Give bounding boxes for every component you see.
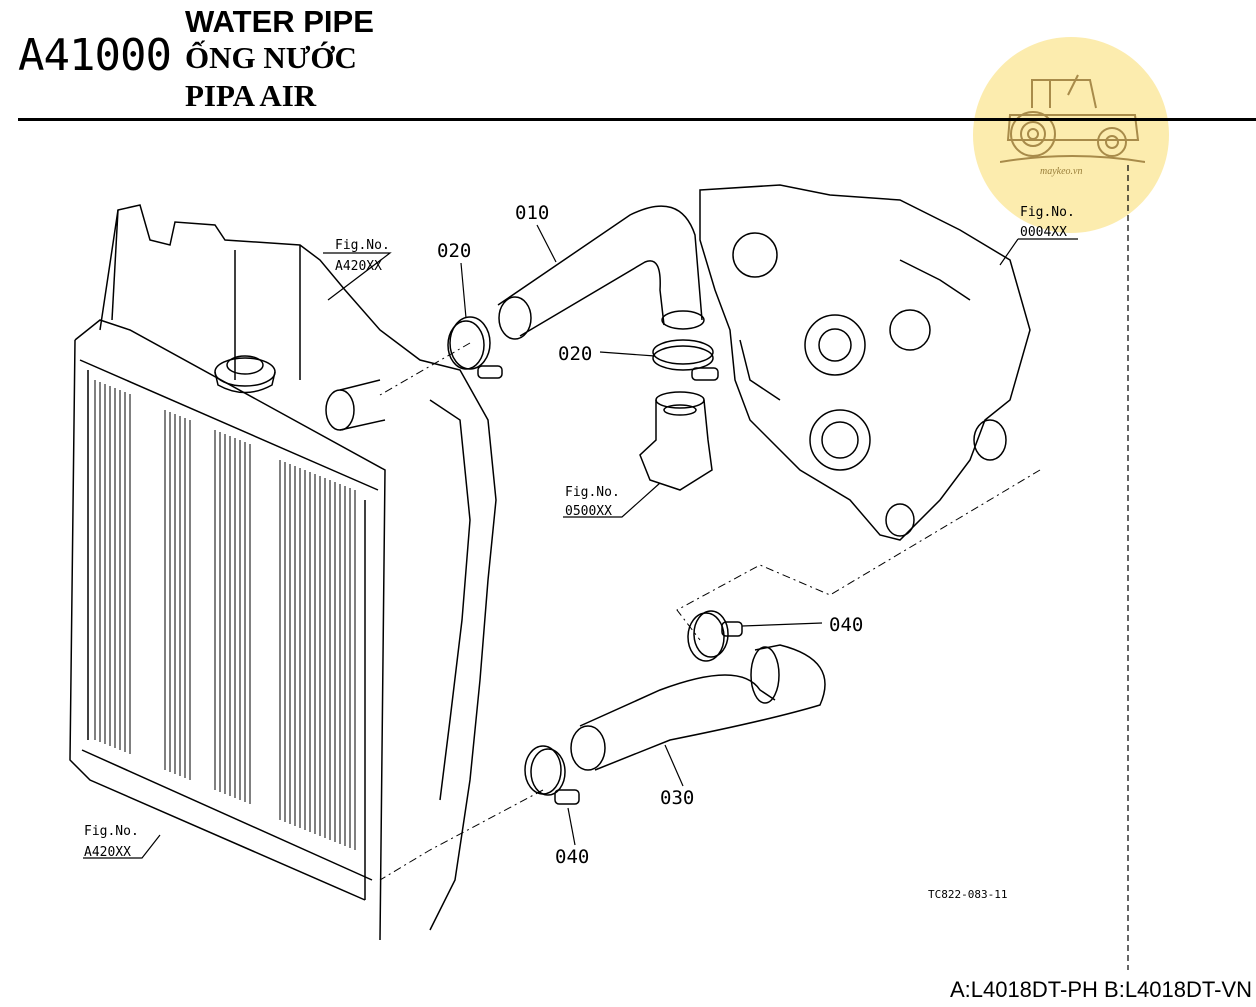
model-footer: A:L4018DT-PH B:L4018DT-VN (949, 977, 1252, 1002)
clamp-020-left (447, 316, 503, 379)
thermostat-housing (639, 391, 713, 491)
title-vietnamese: ỐNG NƯỚC (185, 40, 357, 75)
radiator-cap (214, 355, 276, 394)
fig-ref-thermostat-line2: 0500XX (565, 504, 612, 519)
callout-020-left: 020 (437, 240, 471, 262)
drawing-reference: TC822-083-11 (928, 888, 1007, 901)
radiator-inlet-neck-body (339, 379, 386, 431)
radiator-core (69, 319, 386, 941)
clamp-040-top (687, 610, 743, 662)
leader-030 (664, 744, 684, 787)
callout-030: 030 (660, 787, 694, 809)
fig-ref-engine-line2: 0004XX (1020, 225, 1067, 240)
radiator-fins (94, 380, 356, 850)
fig-ref-radiator-bottom-line2: A420XX (84, 845, 131, 860)
leader-fig-thermostat (563, 482, 661, 518)
section-code: A41000 (18, 30, 172, 81)
leader-020-right (599, 351, 656, 357)
lower-hose-030 (570, 644, 826, 771)
watermark-text: maykeo.vn (1040, 166, 1083, 177)
clamp-020-right (652, 339, 719, 381)
leader-fig-radiator-top (323, 252, 392, 301)
engine-block (699, 184, 1031, 541)
upper-hose-010 (497, 205, 705, 340)
fig-ref-thermostat-line1: Fig.No. (565, 485, 620, 500)
leader-fig-engine (999, 238, 1078, 266)
radiator-inlet-neck (325, 389, 355, 431)
clamp-040-bottom (524, 745, 580, 805)
title-english: WATER PIPE (185, 4, 374, 39)
callout-020-right: 020 (558, 343, 592, 365)
callout-010: 010 (515, 202, 549, 224)
watermark-badge (973, 37, 1169, 233)
leader-fig-radiator-bottom (83, 834, 161, 859)
leader-020-left (460, 262, 467, 319)
dash-engine-outlet (676, 469, 1041, 641)
callout-040-bottom: 040 (555, 846, 589, 868)
radiator-shroud (99, 204, 497, 931)
fig-ref-engine-line1: Fig.No. (1020, 205, 1075, 220)
fig-ref-radiator-top-line1: Fig.No. (335, 238, 390, 253)
leader-010 (536, 224, 557, 263)
header-rule (18, 118, 1256, 121)
fig-ref-radiator-top-line2: A420XX (335, 259, 382, 274)
leader-040-bottom (567, 807, 576, 846)
callout-040-top: 040 (829, 614, 863, 636)
tractor-logo-icon (1000, 74, 1145, 163)
leader-040-top (741, 622, 823, 627)
dash-lower-hose (379, 789, 544, 881)
fig-ref-radiator-bottom-line1: Fig.No. (84, 824, 139, 839)
title-indonesian: PIPA AIR (185, 78, 317, 113)
